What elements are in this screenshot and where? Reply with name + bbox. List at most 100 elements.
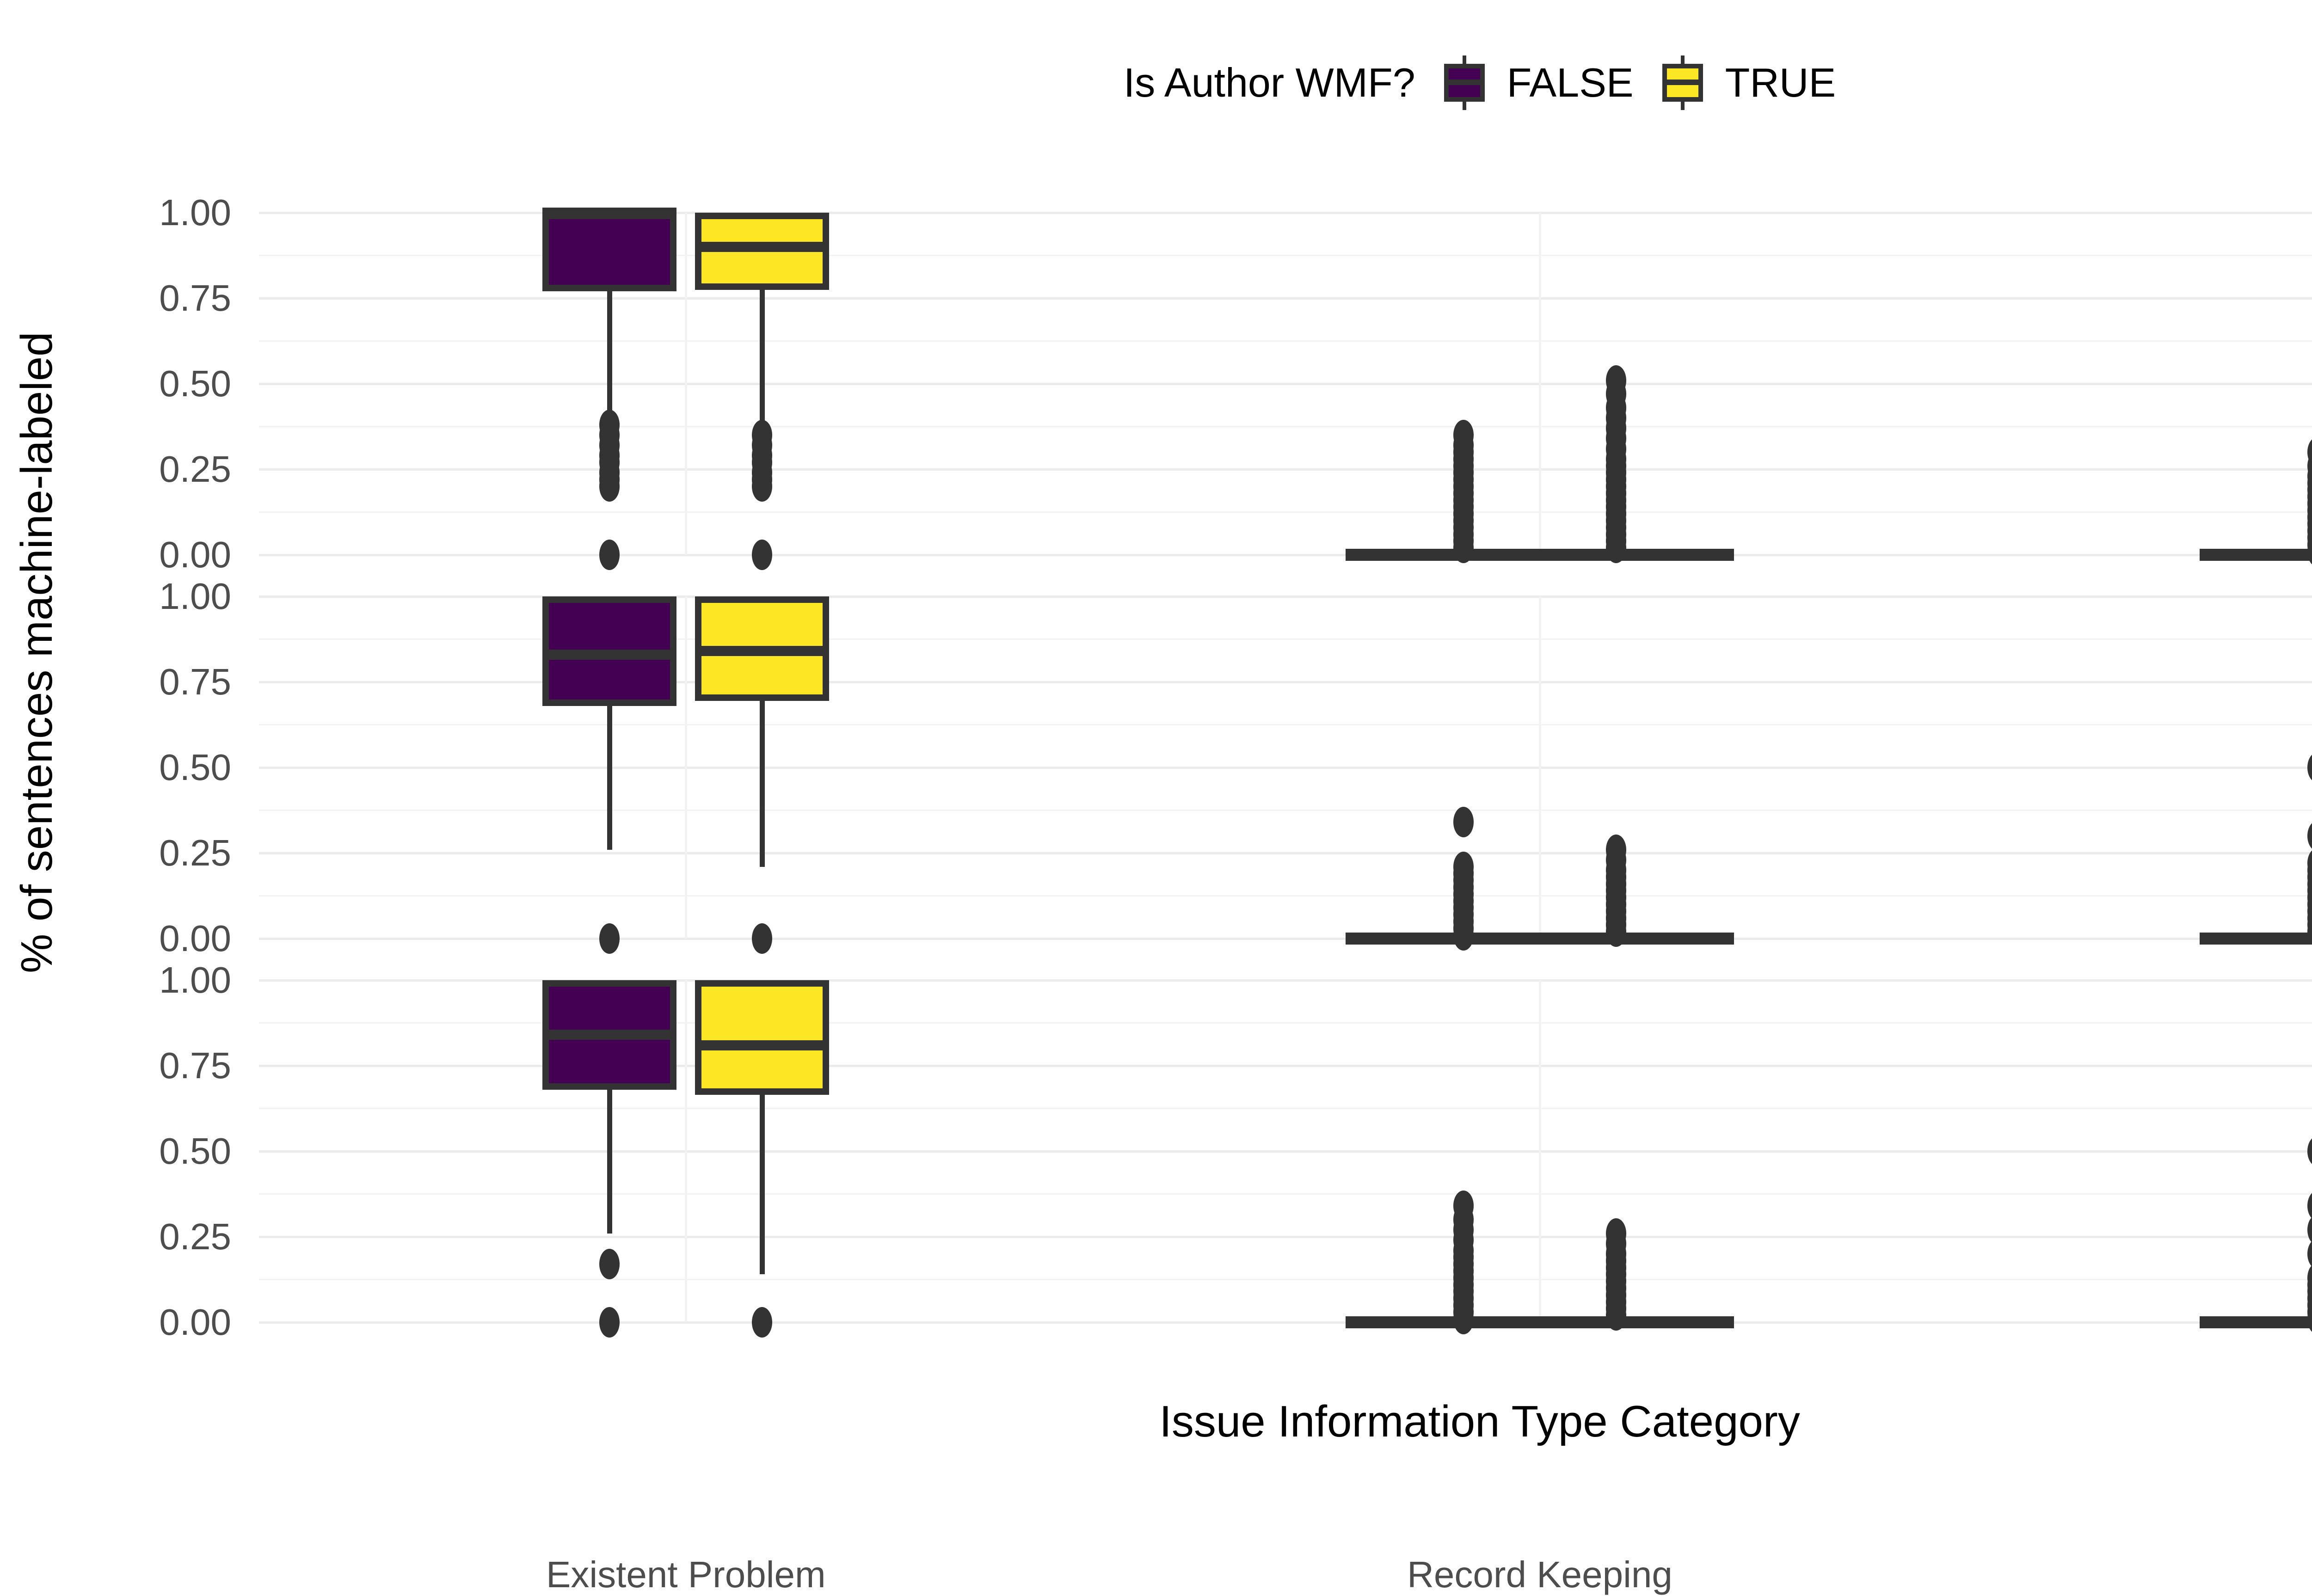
gridline-horizontal	[259, 254, 2312, 256]
legend: Is Author WMF? FALSE TRUE	[0, 55, 2312, 110]
boxplot-outlier-point	[2307, 536, 2312, 567]
boxplot-median-line	[695, 646, 830, 657]
y-axis-tick-label: 1.00	[159, 576, 231, 617]
gridline-horizontal	[259, 638, 2312, 640]
y-axis-tick-label: 0.25	[159, 1216, 231, 1257]
gridline-vertical	[1539, 213, 1541, 555]
legend-entry-false[interactable]: FALSE	[1440, 55, 1634, 110]
gridline-horizontal	[259, 554, 2312, 556]
gridline-horizontal	[259, 340, 2312, 342]
gridline-horizontal	[259, 1022, 2312, 1024]
gridline-horizontal	[259, 1278, 2312, 1280]
gridline-horizontal	[259, 724, 2312, 725]
boxplot-outlier-point	[1453, 533, 1474, 564]
boxplot-outlier-point	[2307, 1215, 2312, 1246]
boxplot-outlier-point	[752, 540, 773, 570]
gridline-horizontal	[259, 595, 2312, 598]
boxplot-outlier-point	[1606, 1300, 1626, 1331]
gridline-vertical	[685, 980, 688, 1322]
panel-background	[259, 208, 2312, 570]
boxplot-whisker	[607, 1089, 613, 1234]
gridline-horizontal	[259, 1193, 2312, 1195]
boxplot-outlier-point	[1453, 807, 1474, 838]
boxplot-outlier-point	[599, 923, 620, 954]
y-axis-tick-label: 0.25	[159, 448, 231, 490]
gridline-horizontal	[259, 1107, 2312, 1109]
boxplot-whisker	[760, 1094, 765, 1275]
x-axis-title: Issue Information Type Category	[1159, 1397, 1800, 1446]
y-axis-tick-label: 0.75	[159, 277, 231, 319]
chart-root: Is Author WMF? FALSE TRUE % of sentences…	[0, 55, 2312, 1595]
facet-https-login: 0.000.250.500.751.00HTTPS-login	[159, 576, 2312, 959]
y-axis-tick-label: 1.00	[159, 959, 231, 1001]
gridline-horizontal	[259, 468, 2312, 471]
y-axis-tick-label: 0.50	[159, 1130, 231, 1172]
boxplot-median-line	[542, 1030, 677, 1040]
boxplot-box	[542, 213, 677, 292]
boxplot-outlier-point	[599, 540, 620, 570]
gridline-vertical	[1539, 980, 1541, 1322]
gridline-horizontal	[259, 1150, 2312, 1153]
gridline-horizontal	[259, 212, 2312, 214]
boxplot-collapsed-box	[2199, 1316, 2312, 1328]
gridline-horizontal	[259, 1065, 2312, 1067]
boxplot-outlier-point	[2307, 1191, 2312, 1222]
gridline-horizontal	[259, 383, 2312, 385]
boxplot-outlier-point	[1453, 1303, 1474, 1334]
plot-area: 0.000.250.500.751.00VisualEditor0.000.25…	[159, 192, 2312, 1595]
gridline-horizontal	[259, 809, 2312, 811]
boxplot-outlier-point	[599, 1307, 620, 1338]
boxplot-collapsed-box	[2199, 933, 2312, 945]
boxplot-outlier-point	[752, 471, 773, 502]
gridline-horizontal	[259, 938, 2312, 940]
legend-title: Is Author WMF?	[1123, 60, 1415, 105]
y-axis-tick-label: 0.00	[159, 534, 231, 575]
facet-visualeditor: 0.000.250.500.751.00VisualEditor	[159, 192, 2312, 575]
boxplot-outlier-point	[752, 923, 773, 954]
gridline-horizontal	[259, 1236, 2312, 1238]
gridline-vertical	[1539, 596, 1541, 939]
boxplot-outlier-point	[1606, 916, 1626, 947]
boxplot-whisker	[607, 706, 613, 850]
panel-background	[259, 979, 2312, 1338]
boxplot-outlier-point	[2307, 437, 2312, 467]
y-axis-tick-label: 0.75	[159, 1045, 231, 1086]
legend-entry-true[interactable]: TRUE	[1659, 55, 1836, 110]
legend-label-true: TRUE	[1725, 60, 1836, 105]
boxplot-median-line	[542, 208, 677, 218]
gridline-vertical	[685, 213, 688, 555]
legend-label-false: FALSE	[1506, 60, 1634, 105]
boxplot-whisker	[607, 291, 613, 418]
facet-http-deprecation: 0.000.250.500.751.00HTTP-deprecation	[159, 959, 2312, 1343]
y-axis-tick-label: 0.75	[159, 661, 231, 702]
gridline-horizontal	[259, 511, 2312, 513]
gridline-horizontal	[259, 681, 2312, 683]
boxplot-median-line	[695, 242, 830, 252]
gridline-horizontal	[259, 979, 2312, 982]
boxplot-outlier-point	[752, 1307, 773, 1338]
boxplot-whisker	[760, 700, 765, 867]
boxplot-outlier-point	[599, 1249, 620, 1280]
boxplot-outlier-point	[2307, 1303, 2312, 1334]
boxplot-outlier-point	[1453, 920, 1474, 951]
gridline-vertical	[685, 596, 688, 939]
boxplot-outlier-point	[1606, 533, 1626, 564]
boxplot-outlier-point	[2307, 1239, 2312, 1269]
x-axis-tick-label: Record Keeping	[1407, 1554, 1673, 1595]
gridline-horizontal	[259, 297, 2312, 300]
y-axis-tick-label: 0.25	[159, 832, 231, 873]
gridline-horizontal	[259, 767, 2312, 769]
gridline-horizontal	[259, 852, 2312, 854]
boxplot-outlier-point	[2307, 821, 2312, 851]
boxplot-median-line	[695, 1040, 830, 1050]
boxplot-outlier-point	[2307, 1136, 2312, 1166]
boxplot-median-line	[542, 649, 677, 660]
boxplot-outlier-point	[599, 471, 620, 502]
boxplot-box	[695, 980, 830, 1095]
boxplot-outlier-point	[2307, 916, 2312, 947]
y-axis-tick-label: 0.50	[159, 363, 231, 404]
panel-background	[259, 595, 2312, 954]
legend-key-false-icon	[1440, 55, 1488, 110]
gridline-horizontal	[259, 895, 2312, 896]
x-axis-tick-label: Existent Problem	[546, 1554, 826, 1595]
